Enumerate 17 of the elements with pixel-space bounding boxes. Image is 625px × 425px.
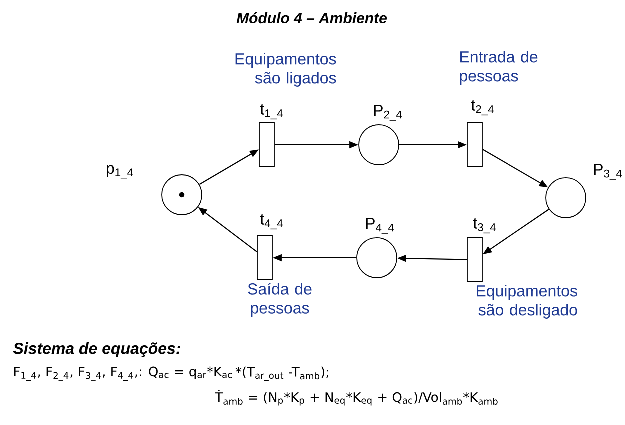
node-label: t$_{1_4}$ xyxy=(260,104,283,120)
transition-description: Entrada de pessoas xyxy=(460,51,538,85)
node-label: t$_{3_4}$ xyxy=(473,218,496,234)
equation-text: F$_{1_4}$, F$_{2_4}$, F$_{3_4}$, F$_{4_4}$,: Q$_{ac}$ = q$_{ar}$*K$_{ac}$ xyxy=(14,366,232,382)
title: Módulo 4 – Ambiente xyxy=(236,12,387,24)
node-label: t$_{2_4}$ xyxy=(471,100,494,116)
equation-text: Sistema de equações: xyxy=(13,342,180,358)
transition-description: Saída de pessoas xyxy=(248,282,312,318)
node-label: t$_{4_4}$ xyxy=(260,214,283,230)
node-label: P$_{3_4}$ xyxy=(594,164,622,180)
node-label: P$_{4_4}$ xyxy=(366,218,394,234)
transition-description: Equipamentos são desligado xyxy=(477,285,578,319)
equation-text: *(T$_{ar_out}$ -T$_{amb}$); xyxy=(236,366,328,382)
node-label: p$_{1_4}$ xyxy=(107,165,134,179)
equation-text: Ṫ$_{amb}$ = (N$_{p}$*K$_{p}$ + N$_{eq}$*K$_{eq}$ + Q$_{ac}$)/Vol$_{amb}$*K$_{amb}$ xyxy=(215,390,498,406)
transition-description: Equipamentos são ligados xyxy=(236,53,336,87)
node-label: P$_{2_4}$ xyxy=(374,105,402,121)
